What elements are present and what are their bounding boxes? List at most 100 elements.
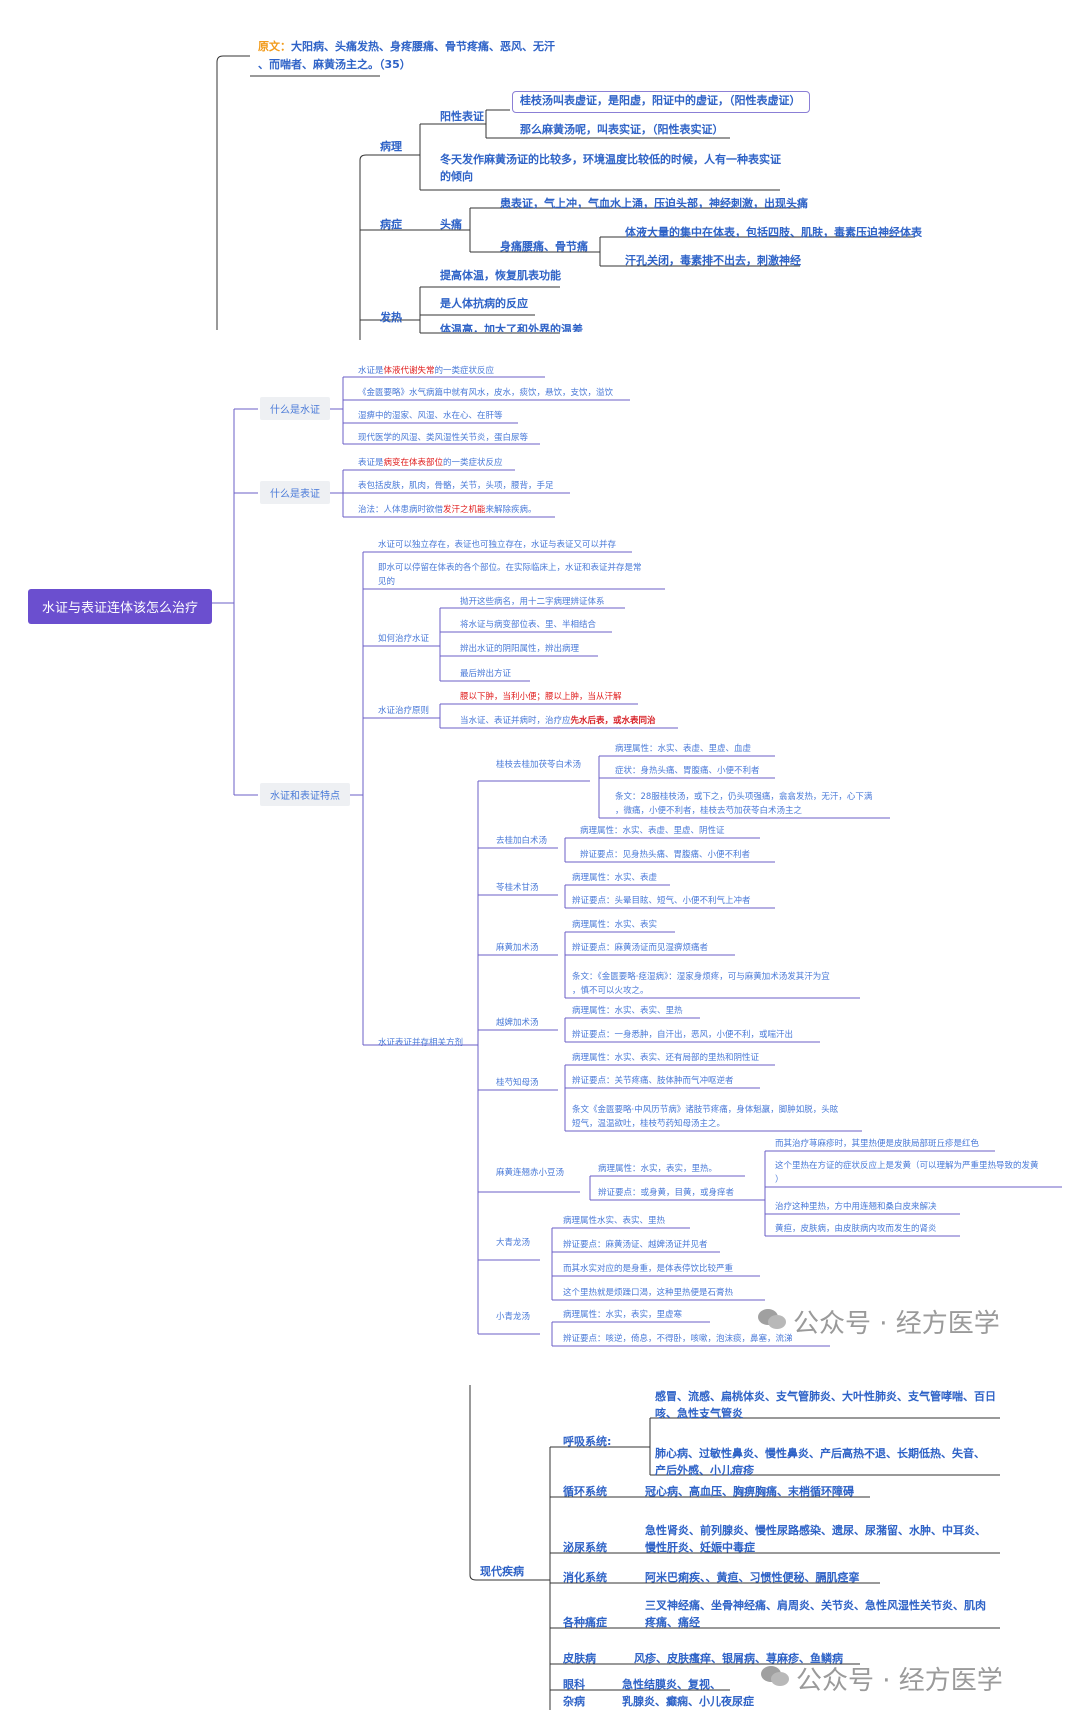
formula-5[interactable]: 越婢加术汤 xyxy=(496,1018,539,1028)
respiratory-2-l2: 产后外感、小儿痘疹 xyxy=(655,1464,754,1477)
exterior-def-a: 表证是 xyxy=(358,458,384,468)
node-fever-d1: 提高体温，恢复肌表功能 xyxy=(440,269,561,282)
formula-2-attr: 病理属性：水实、表虚、里虚、阴性证 xyxy=(580,826,725,836)
formula-8-water: 而其水实对应的是身重，是体表停饮比较严重 xyxy=(563,1264,734,1274)
watermark-2: 公众号 · 经方医学 xyxy=(796,1666,1003,1696)
formula-4[interactable]: 麻黄加术汤 xyxy=(496,943,539,953)
formula-9-key: 辨证要点：咳逆，倚息，不得卧，咳嗽，泡沫痰，鼻塞，流涕 xyxy=(563,1334,793,1344)
node-pathology: 病理 xyxy=(380,140,402,153)
misc-1: 乳腺炎、癫痫、小儿夜尿症 xyxy=(622,1695,754,1708)
formula-4-clause-l2: ，慎不可以火攻之。 xyxy=(572,986,649,996)
node-bodyache: 身痛腰痛、骨节痛 xyxy=(500,240,588,253)
node-modern-diseases: 现代疾病 xyxy=(480,1565,524,1578)
node-circulatory: 循环系统 xyxy=(563,1485,607,1498)
formula-1-clause-l1: 条文：28服桂枝汤，或下之，仍头项强痛，翕翕发热，无汗，心下满 xyxy=(615,792,873,802)
exterior-item-2: 表包括皮肤，肌肉，骨骼，关节，头项，腰背，手足 xyxy=(358,481,554,491)
node-digestive: 消化系统 xyxy=(563,1571,607,1584)
node-pain: 各种痛症 xyxy=(563,1616,607,1629)
node-symptoms: 病症 xyxy=(380,218,402,231)
exterior-def-b: 病变在体表部位 xyxy=(383,458,444,468)
water-def-b: 体液代谢失常 xyxy=(383,366,435,376)
node-bodyache-d2: 汗孔关闭，毒素排不出去，刺激神经 xyxy=(625,254,801,267)
category-features[interactable]: 水证和表证特点 xyxy=(260,783,350,806)
formula-2-key: 辨证要点：见身热头痛、胃腹痛、小便不利者 xyxy=(580,850,751,860)
formula-7-note-2-l1: 这个里热在方证的症状反应上是发黄（可以理解为严重里热导致的发黄 xyxy=(775,1161,1039,1171)
formula-4-key: 辨证要点：麻黄汤证而见湿痹烦痛者 xyxy=(572,943,709,953)
node-urinary: 泌尿系统 xyxy=(563,1541,607,1554)
watermark-1: 公众号 · 经方医学 xyxy=(793,1309,1000,1339)
digestive-1: 阿米巴痢疾、、黄疸、习惯性便秘、膈肌痉挛 xyxy=(645,1571,860,1584)
water-item-2: 《金匮要略》水气病篇中就有风水，皮水，痰饮，悬饮，支饮，溢饮 xyxy=(358,388,614,398)
node-misc: 杂病 xyxy=(563,1695,585,1708)
formula-7-note-4: 黄疸，皮肤病，由皮肤病内攻而发生的肾炎 xyxy=(775,1224,937,1234)
formula-1-symptom: 症状：身热头痛、胃腹痛、小便不利者 xyxy=(615,766,760,776)
exterior-treatment: 治法：人体患病时欲借发汗之机能来解除疾病。 xyxy=(358,505,537,515)
formula-7-note-2-l2: ） xyxy=(775,1175,784,1185)
formula-7-note-1: 而其治疗荨麻疹时，其里热便是皮肤局部斑丘疹是红色 xyxy=(775,1139,980,1149)
formula-4-clause-l1: 条文：《金匮要略·痉湿病》：湿家身烦疼，可与麻黄加术汤发其汗为宜 xyxy=(572,972,830,982)
formula-3-attr: 病理属性：水实、表虚 xyxy=(572,873,658,883)
formula-7-key: 辨证要点：或身黄，目黄，或身痒者 xyxy=(598,1188,735,1198)
node-fever-d3: 体温高，加大了和外界的温差 xyxy=(440,323,583,332)
formula-8-heat: 这个里热就是烦躁口渴，这种里热便是石膏热 xyxy=(563,1288,734,1298)
node-winter-l2: 的倾向 xyxy=(440,170,473,183)
formula-1-clause-l2: ，微痛，小便不利者，桂枝去芍加茯苓白术汤主之 xyxy=(615,806,803,816)
formula-3[interactable]: 苓桂术甘汤 xyxy=(496,883,539,893)
howto-2: 将水证与病变部位表、里、半相结合 xyxy=(460,620,597,630)
formula-6[interactable]: 桂芍知母汤 xyxy=(496,1078,539,1088)
node-how-to-treat[interactable]: 如何治疗水证 xyxy=(378,634,430,644)
urinary-1-l1: 急性肾炎、前列腺炎、慢性尿路感染、遗尿、尿潴留、水肿、中耳炎、 xyxy=(645,1524,986,1537)
water-def-a: 水证是 xyxy=(358,366,384,376)
node-guizhi-deficiency: 桂枝汤叫表虚证，是阳虚，阳证中的虚证，（阳性表虚证） xyxy=(520,94,801,107)
formula-7[interactable]: 麻黄连翘赤小豆汤 xyxy=(496,1168,565,1178)
formula-1-attr: 病理属性：水实、表虚、里虚、血虚 xyxy=(615,744,752,754)
feature-2-l1: 即水可以停留在体表的各个部位。在实际临床上，水证和表证并存是常 xyxy=(378,563,642,573)
respiratory-1-l1: 感冒、流感、扁桃体炎、支气管肺炎、大叶性肺炎、支气管哮喘、百日 xyxy=(655,1390,996,1403)
feature-1: 水证可以独立存在，表证也可独立存在，水证与表证又可以并存 xyxy=(378,540,617,550)
node-respiratory: 呼吸系统: xyxy=(563,1435,612,1448)
category-exterior-syndrome[interactable]: 什么是表证 xyxy=(260,481,330,504)
howto-3: 辨出水证的阴阳属性，辨出病理 xyxy=(460,644,580,654)
formula-8-attr: 病理属性水实、表实、里热 xyxy=(563,1216,666,1226)
node-bodyache-d1: 体液大量的集中在体表，包括四肢、肌肤，毒素压迫神经体表 xyxy=(625,226,922,239)
root-node[interactable]: 水证与表证连体该怎么治疗 xyxy=(28,589,213,624)
formula-6-clause-l1: 条文《金匮要略·中风历节病》诸肢节疼痛，身体魁羸，脚肿如脱，头眩 xyxy=(572,1105,839,1115)
node-yang-exterior: 阳性表证 xyxy=(440,110,484,123)
wechat-icon xyxy=(758,1309,786,1329)
pain-1-l1: 三叉神经痛、坐骨神经痛、肩周炎、关节炎、急性风湿性关节炎、肌肉 xyxy=(645,1599,986,1612)
exterior-treatment-b: 发汗之机能 xyxy=(443,505,486,515)
formula-2[interactable]: 去桂加白术汤 xyxy=(496,836,548,846)
principle-2-a: 当水证、表证并病时，治疗应 xyxy=(460,716,571,726)
formula-6-key: 辨证要点：关节疼痛、肢体肿而气冲呕逆者 xyxy=(572,1076,734,1086)
water-def: 水证是体液代谢失常的一类症状反应 xyxy=(358,366,494,376)
skin-1: 风疹、皮肤瘙痒、银屑病、荨麻疹、鱼鳞病 xyxy=(634,1652,843,1665)
formula-6-clause-l2: 短气，温温欲吐，桂枝芍药知母汤主之。 xyxy=(572,1119,726,1129)
formula-4-attr: 病理属性：水实、表实 xyxy=(572,920,658,930)
formula-9-attr: 病理属性：水实，表实，里虚寒 xyxy=(563,1310,683,1320)
original-text-body: 大阳病、头痛发热、身疼腰痛、骨节疼痛、恶风、无汗 xyxy=(291,40,555,53)
original-text-line2: 、而喘者、麻黄汤主之。（35） xyxy=(258,58,411,71)
node-formulas[interactable]: 水证表证并存相关方剂 xyxy=(378,1038,464,1048)
formula-9[interactable]: 小青龙汤 xyxy=(496,1312,531,1322)
exterior-treatment-c: 来解除疾病。 xyxy=(485,505,537,515)
respiratory-1-l2: 咳、急性支气管炎 xyxy=(655,1407,743,1420)
formula-8[interactable]: 大青龙汤 xyxy=(496,1238,531,1248)
formula-3-key: 辨证要点：头晕目眩、短气、小便不利气上冲者 xyxy=(572,896,751,906)
formula-5-attr: 病理属性：水实、表实、里热 xyxy=(572,1006,683,1016)
formula-1[interactable]: 桂枝去桂加茯苓白术汤 xyxy=(496,760,582,770)
eye-1: 急性结膜炎、复视、 xyxy=(622,1678,721,1691)
feature-2-l2: 见的 xyxy=(378,577,396,587)
node-principles[interactable]: 水证治疗原则 xyxy=(378,706,430,716)
water-item-4: 现代医学的风湿、类风湿性关节炎，蛋白尿等 xyxy=(358,433,529,443)
urinary-1-l2: 慢性肝炎、妊娠中毒症 xyxy=(645,1541,755,1554)
node-mahuang-excess: 那么麻黄汤呢，叫表实证，（阳性表实证） xyxy=(520,123,724,136)
formula-7-note-3: 治疗这种里热，方中用连翘和桑白皮来解决 xyxy=(775,1202,937,1212)
category-water-syndrome[interactable]: 什么是水证 xyxy=(260,397,330,420)
principle-2-b: 先水后表，或水表同治 xyxy=(570,716,656,726)
water-def-c: 的一类症状反应 xyxy=(434,366,495,376)
howto-1: 抛开这些病名，用十二字病理辨证体系 xyxy=(460,597,605,607)
respiratory-2-l1: 肺心病、过敏性鼻炎、慢性鼻炎、产后高热不退、长期低热、失音、 xyxy=(655,1447,985,1460)
water-item-3: 湿痹中的湿家、风湿、水在心、在肝等 xyxy=(358,411,503,421)
